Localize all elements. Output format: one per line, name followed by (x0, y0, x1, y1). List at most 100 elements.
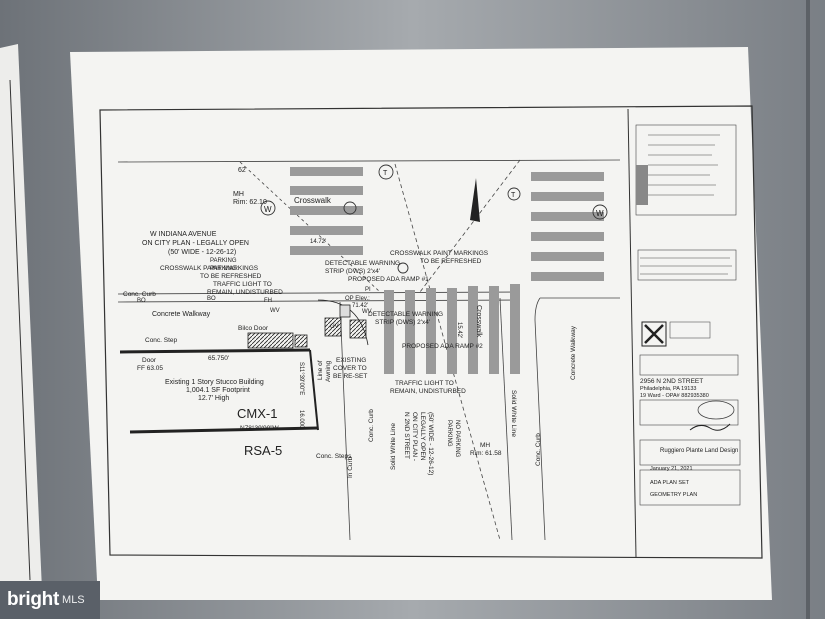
mh-bottom-2: Rim: 61.58 (470, 450, 502, 457)
ramp-2: PROPOSED ADA RAMP #2 (402, 343, 483, 350)
cover-2: COVER TO (333, 365, 367, 372)
mh-bottom-1: MH (480, 442, 490, 449)
title-block (635, 124, 741, 506)
street-west-1: W INDIANA AVENUE (150, 231, 217, 238)
conc-curb-right: Conc. Curb (535, 433, 542, 466)
traffic-bottom-1: TRAFFIC LIGHT TO (395, 380, 454, 387)
dim-1472: 14.72' (310, 239, 326, 245)
paint-right-1: CROSSWALK PAINT MARKINGS (390, 250, 489, 257)
tb-address: 2956 N 2ND STREET (640, 378, 703, 385)
tb-sheet-1: ADA PLAN SET (650, 480, 690, 486)
cover-1: EXISTING (336, 357, 366, 364)
solid-white-2: Solid White Line (510, 390, 517, 437)
mh-top-1: MH (233, 191, 244, 198)
in-curb-label: In Curb (347, 456, 354, 478)
ff-label: FF 63.05 (137, 365, 163, 372)
warning-2-a: DETECTABLE WARNING (368, 311, 443, 318)
zone-cmx: CMX-1 (237, 406, 277, 421)
street-north-3: LEGALLY OPEN (419, 412, 426, 461)
street-lines (117, 159, 621, 541)
line-awning-2: Awning (325, 360, 332, 382)
building-2: 1,004.1 SF Footprint (186, 387, 250, 394)
crosswalk-top (290, 167, 363, 255)
crosswalk-middle (384, 284, 520, 374)
t-symbol-2: T (511, 192, 516, 199)
op-elev-2: 71.42' (352, 303, 368, 309)
traffic-bottom-2: REMAIN, UNDISTURBED (390, 388, 466, 395)
title-block-symbols (636, 165, 735, 431)
title-block-divider (627, 108, 637, 558)
building-3: 12.7' High (198, 395, 229, 402)
drawing-frame (99, 105, 763, 559)
left-paper-sheet (0, 44, 42, 595)
tb-date: January 21, 2021 (650, 466, 693, 472)
street-north-2: ON CITY PLAN - (411, 412, 418, 461)
s11-label: S11°39'00"E (298, 362, 304, 395)
parking-right-2: NO PARKING (454, 420, 460, 458)
conc-curb-label: Conc. Curb (123, 291, 156, 298)
ramp-1: PROPOSED ADA RAMP #1 (348, 276, 429, 283)
conc-walkway-label: Concrete Walkway (152, 311, 211, 318)
conc-curb-vertical: Conc. Curb (368, 409, 375, 442)
conc-steps-label: Conc. Steps (316, 453, 352, 460)
tb-sheet-2: GEOMETRY PLAN (650, 492, 697, 498)
street-west-2: ON CITY PLAN - LEGALLY OPEN (142, 240, 249, 247)
street-north-4: (50' WIDE - 12-26-12) (427, 412, 434, 475)
tb-ward: 19 Ward - OPA# 882935380 (640, 393, 709, 399)
ramp-area (317, 299, 369, 346)
parking-right-1: PARKING (446, 420, 452, 447)
steel-seam (806, 0, 810, 619)
north-arrow-icon (470, 178, 480, 222)
dim-16: 16.000' (298, 410, 304, 430)
w-symbol-2: W (596, 209, 604, 218)
pi-label: PI (365, 287, 371, 293)
cover-3: BE RE-SET (333, 373, 367, 380)
watermark-brand: bright (7, 589, 60, 610)
utility-symbols (260, 164, 608, 274)
left-sheet-border (9, 79, 31, 581)
street-west-3: (50' WIDE - 12-26-12) (168, 249, 236, 256)
paper-sheet (70, 47, 772, 600)
crosswalk-vertical: Crosswalk (475, 305, 482, 338)
crosswalk-label: Crosswalk (294, 196, 332, 205)
tb-firm: Ruggiero Plante Land Design (660, 448, 738, 454)
traffic-top-1: TRAFFIC LIGHT TO (213, 281, 272, 288)
traffic-top-2: REMAIN, UNDISTURBED (207, 289, 283, 296)
parking-left-2: PARKING (210, 266, 237, 272)
crosswalk-right (531, 172, 604, 281)
warning-1-a: DETECTABLE WARNING (325, 260, 400, 267)
mh-top-2: Rim: 62.10 (233, 199, 267, 206)
t-symbol: T (383, 170, 388, 177)
w-symbol: W (264, 205, 272, 214)
conc-walkway-right: Concrete Walkway (570, 325, 577, 380)
tb-city: Philadelphia, PA 19133 (640, 386, 696, 392)
warning-1-b: STRIP (DWS) 2'x4' (325, 268, 380, 275)
fh-label: FH (264, 298, 272, 304)
building-1: Existing 1 Story Stucco Building (165, 379, 264, 386)
parking-left-1: PARKING (210, 258, 237, 264)
bo-label-1: BO (137, 298, 146, 304)
brightmls-watermark: bright MLS (0, 581, 100, 619)
op-elev-1: OP Elev.: (345, 296, 370, 302)
conc-step-label: Conc. Step (145, 337, 178, 344)
paint-left-1: CROSSWALK PAINT MARKINGS (160, 265, 259, 272)
street-north-1: N 2ND STREET (403, 412, 410, 459)
gv-label: GV (330, 324, 339, 330)
watermark-mls: MLS (62, 594, 85, 606)
bo-label-2: BO (207, 296, 216, 302)
wv-label-2: WV (362, 309, 372, 315)
warning-2-b: STRIP (DWS) 2'x4' (375, 319, 430, 326)
wv-label-1: WV (270, 308, 280, 314)
bilco-label: Bilco Door (238, 325, 269, 332)
dim-62: 62 (238, 167, 246, 174)
dim-65: 65.750' (208, 355, 229, 362)
door-label: Door (142, 357, 157, 364)
solid-white-1: Solid White Line (390, 423, 397, 470)
bearing-label: N78°39'00"W (240, 424, 280, 432)
zone-rsa: RSA-5 (244, 443, 282, 458)
paint-right-2: TO BE REFRESHED (420, 258, 482, 265)
paint-left-2: TO BE REFRESHED (200, 273, 262, 280)
dim-1542: 15.42' (456, 322, 462, 338)
building-outline (119, 332, 319, 434)
